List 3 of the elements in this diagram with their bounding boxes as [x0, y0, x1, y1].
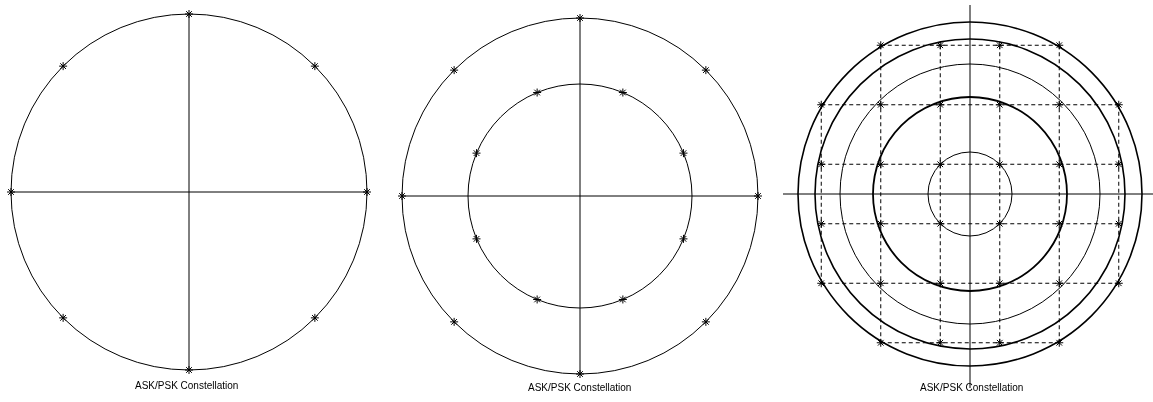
caption: ASK/PSK Constellation [528, 382, 632, 393]
caption: ASK/PSK Constellation [135, 380, 239, 391]
caption: ASK/PSK Constellation [920, 382, 1024, 393]
